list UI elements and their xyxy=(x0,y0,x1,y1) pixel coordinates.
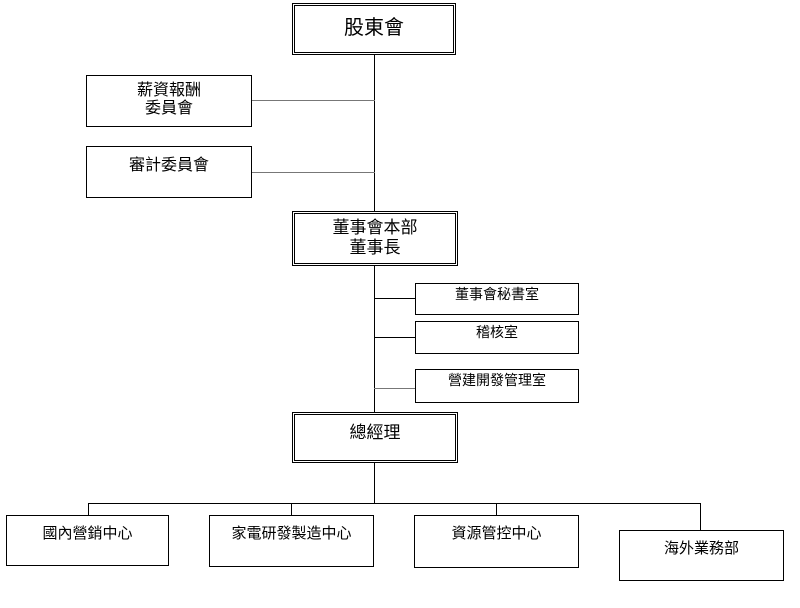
connector-department-bus xyxy=(88,503,701,504)
connector-main-trunk-mid xyxy=(374,266,375,412)
connector-audit-office xyxy=(374,337,415,338)
overseas-label: 海外業務部 xyxy=(663,539,739,557)
board-secretary-box: 董事會秘書室 xyxy=(415,283,579,315)
board-box: 董事會本部 董事長 xyxy=(292,211,458,266)
shareholders-label: 股東會 xyxy=(344,15,404,39)
board-label-line2: 董事長 xyxy=(349,237,401,258)
board-secretary-label: 董事會秘書室 xyxy=(455,287,539,303)
connector-domestic-sales xyxy=(88,503,89,515)
connector-appliance-rd xyxy=(291,503,292,515)
overseas-box: 海外業務部 xyxy=(619,530,784,581)
connector-compensation xyxy=(251,100,375,101)
connector-resource-control xyxy=(496,503,497,515)
audit-office-box: 稽核室 xyxy=(415,321,579,354)
resource-control-label: 資源管控中心 xyxy=(451,524,542,542)
appliance-rd-label: 家電研發製造中心 xyxy=(231,524,352,542)
compensation-committee-label-line1: 薪資報酬 xyxy=(136,80,201,99)
audit-office-label: 稽核室 xyxy=(476,325,518,341)
general-manager-label: 總經理 xyxy=(349,423,401,443)
construction-office-label: 營建開發管理室 xyxy=(448,373,546,389)
connector-overseas xyxy=(700,503,701,530)
appliance-rd-box: 家電研發製造中心 xyxy=(209,515,374,567)
general-manager-box: 總經理 xyxy=(292,412,458,463)
compensation-committee-label-line2: 委員會 xyxy=(144,98,193,118)
compensation-committee-box: 薪資報酬 委員會 xyxy=(86,75,252,127)
audit-committee-label: 審計委員會 xyxy=(128,155,209,174)
connector-main-trunk-top xyxy=(374,55,375,211)
connector-main-trunk-bottom xyxy=(374,463,375,503)
shareholders-box: 股東會 xyxy=(292,3,456,55)
audit-committee-box: 審計委員會 xyxy=(86,146,252,198)
connector-board-secretary xyxy=(374,298,415,299)
domestic-sales-label: 國內營銷中心 xyxy=(42,524,133,542)
construction-office-box: 營建開發管理室 xyxy=(415,369,579,403)
board-label-line1: 董事會本部 xyxy=(332,218,418,238)
domestic-sales-box: 國內營銷中心 xyxy=(6,515,169,566)
resource-control-box: 資源管控中心 xyxy=(414,515,579,568)
connector-construction-office xyxy=(374,388,415,389)
connector-audit-committee xyxy=(251,172,375,173)
